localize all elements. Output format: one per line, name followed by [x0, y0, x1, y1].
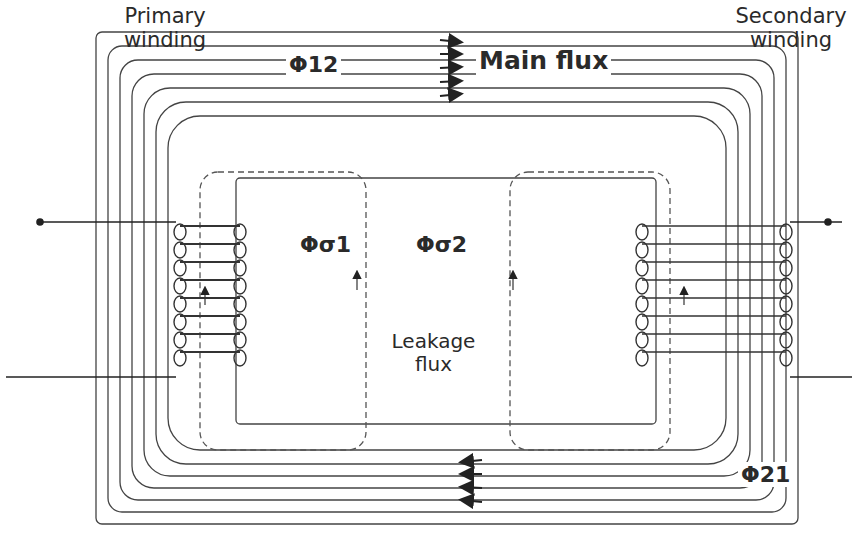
leakage-symbol: Φσ2 [416, 232, 467, 257]
coil-turn [180, 225, 240, 227]
winding-label: Primary winding [110, 4, 220, 52]
coil-turn [642, 243, 786, 245]
flux-arrows [440, 40, 482, 502]
coil-turn [180, 261, 240, 263]
flux-lines [96, 32, 798, 524]
coil-turn [180, 333, 240, 335]
leakage-symbol: Φσ1 [300, 232, 351, 257]
coil-turn [642, 351, 786, 353]
coil-windings [174, 224, 792, 366]
flux-label: Main flux [476, 47, 611, 76]
leakage-label: Leakage flux [376, 330, 491, 376]
coil-turn [642, 261, 786, 263]
coil-turn [180, 351, 240, 353]
coil-turn [642, 333, 786, 335]
coil-turn [180, 243, 240, 245]
leakage-paths [200, 172, 670, 450]
winding-label: Secondary winding [728, 4, 854, 52]
flux-symbol: Φ12 [286, 52, 341, 77]
coil-turn [642, 315, 786, 317]
coil-turn [642, 279, 786, 281]
flux-symbol: Φ21 [738, 462, 793, 487]
leakage-arrows [205, 272, 684, 305]
coil-turn [642, 225, 786, 227]
coil-turn [180, 315, 240, 317]
coil-turn [180, 279, 240, 281]
coil-turn [642, 297, 786, 299]
coil-turn [180, 297, 240, 299]
terminal-leads [6, 219, 852, 377]
